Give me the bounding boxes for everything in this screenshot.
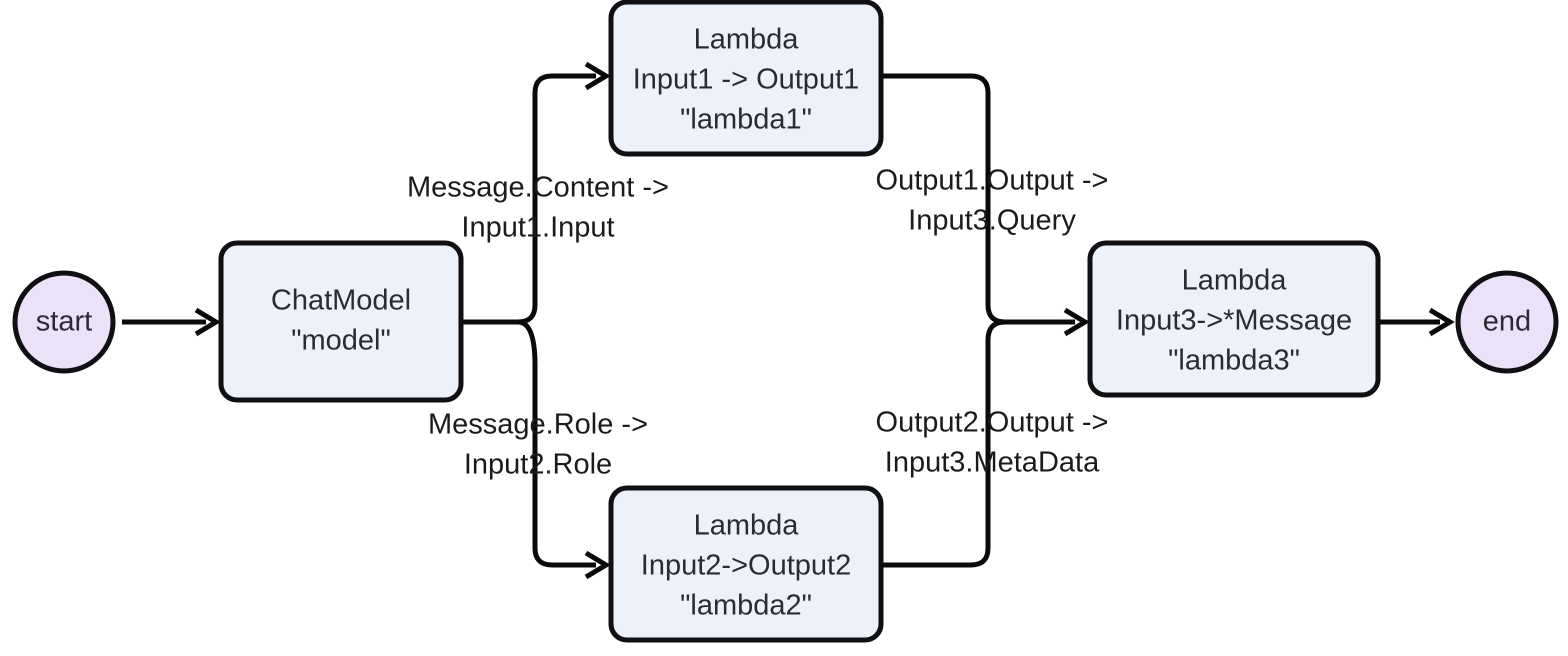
- end-circle[interactable]: [1455, 270, 1559, 374]
- edge-lambda3-to-end: [1378, 307, 1455, 337]
- lambda3-box[interactable]: [1087, 240, 1381, 398]
- chatmodel-label-line2: "model": [291, 325, 391, 357]
- edge-merge-to-lambda3: [985, 280, 1090, 365]
- edge-label-lambda2-to-lambda3-line1: Output2.Output ->: [876, 407, 1109, 439]
- arrow-head-icon: [194, 307, 221, 337]
- edge-model-to-lambda2: Message.Role -> Input2.Role: [428, 365, 648, 580]
- edge-line: [532, 365, 596, 568]
- lambda3-label-line1: Lambda: [1182, 265, 1288, 297]
- lambda2-label-line2: Input2->Output2: [641, 550, 851, 582]
- edge-label-model-to-lambda1-line1: Message.Content ->: [407, 172, 669, 204]
- lambda2-label-line1: Lambda: [694, 510, 800, 542]
- edge-fork-up: [461, 280, 538, 325]
- edge-model-fork-rail: [461, 280, 538, 366]
- lambda3-label-line3: "lambda3": [1168, 345, 1300, 377]
- node-lambda2[interactable]: Lambda Input2->Output2 "lambda2": [608, 485, 884, 643]
- chatmodel-box[interactable]: [218, 240, 464, 403]
- node-end[interactable]: end: [1455, 270, 1559, 374]
- start-circle[interactable]: [12, 270, 116, 374]
- edge-line: [881, 365, 991, 568]
- edge-lambda2-to-lambda3: Output2.Output -> Input3.MetaData: [876, 365, 1109, 568]
- start-label: start: [36, 306, 92, 338]
- edge-label-lambda2-to-lambda3-line2: Input3.MetaData: [885, 447, 1100, 479]
- node-start[interactable]: start: [12, 270, 116, 374]
- edge-label-lambda1-to-lambda3-line1: Output1.Output ->: [876, 165, 1109, 197]
- edge-fork-down-join: [517, 319, 538, 366]
- arrow-head-icon: [1063, 307, 1090, 337]
- arrow-head-icon: [584, 61, 611, 91]
- edge-start-to-model: [122, 307, 221, 337]
- edge-label-model-to-lambda1-line2: Input1.Input: [461, 212, 614, 244]
- arrow-head-icon: [584, 550, 611, 580]
- chatmodel-label-line1: ChatModel: [271, 285, 411, 317]
- lambda3-label-line2: Input3->*Message: [1116, 305, 1352, 337]
- edge-model-to-lambda1: Message.Content -> Input1.Input: [407, 61, 669, 280]
- end-label: end: [1483, 306, 1531, 338]
- edge-lambda1-to-lambda3: Output1.Output -> Input3.Query: [876, 73, 1109, 280]
- edge-line: [532, 73, 596, 280]
- lambda1-label-line3: "lambda1": [680, 104, 812, 136]
- lambda1-label-line2: Input1 -> Output1: [633, 64, 860, 96]
- node-lambda3[interactable]: Lambda Input3->*Message "lambda3": [1087, 240, 1381, 398]
- edge-label-lambda1-to-lambda3-line2: Input3.Query: [908, 205, 1076, 237]
- lambda1-box[interactable]: [608, 0, 884, 157]
- edge-merge-lower: [985, 319, 1006, 365]
- node-chatmodel[interactable]: ChatModel "model": [218, 240, 464, 403]
- node-lambda1[interactable]: Lambda Input1 -> Output1 "lambda1": [608, 0, 884, 157]
- edge-line: [881, 73, 991, 280]
- lambda1-label-line1: Lambda: [694, 24, 800, 56]
- edge-label-model-to-lambda2-line2: Input2.Role: [464, 449, 612, 481]
- lambda2-box[interactable]: [608, 485, 884, 643]
- lambda2-label-line3: "lambda2": [680, 590, 812, 622]
- edge-merge-upper: [985, 280, 1075, 325]
- edge-label-model-to-lambda2-line1: Message.Role ->: [428, 409, 648, 441]
- arrow-head-icon: [1428, 307, 1455, 337]
